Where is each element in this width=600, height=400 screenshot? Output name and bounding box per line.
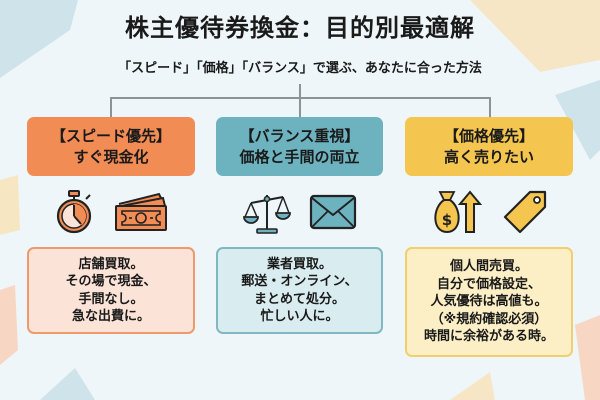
cash-bills-icon (115, 192, 167, 231)
balance-header-line1: 【バランス重視】 (239, 126, 360, 145)
balance-header-line2: 価格と手間の両立 (239, 147, 360, 166)
page-subtitle: 「スピード」「価格」「バランス」で選ぶ、あなたに合った方法 (118, 61, 482, 76)
speed-header-line1: 【スピード優先】 (50, 126, 171, 145)
connector-left (110, 97, 112, 117)
connector-right (489, 97, 491, 117)
price-header: 【価格優先】 高く売りたい (405, 117, 573, 176)
svg-text:$: $ (442, 211, 452, 229)
money-bag-up-arrow-icon: $ (434, 190, 483, 234)
balance-scale-icon (242, 195, 291, 234)
price-body-line: 時間に余裕がある時。 (423, 329, 554, 345)
balance-icons (216, 187, 383, 237)
balance-body: 業者買取。 郵送・オンライン、 まとめて処分。 忙しい人に。 (216, 247, 383, 334)
stopwatch-icon (56, 190, 92, 234)
balance-body-line: 郵送・オンライン、 (241, 274, 358, 289)
price-header-line2: 高く売りたい (443, 147, 534, 166)
speed-body-line: 手間なし。 (78, 291, 144, 307)
price-tag-icon (503, 190, 547, 234)
connector-horizontal (110, 97, 490, 99)
speed-body-line: 急な出費に。 (71, 309, 150, 324)
connector-vertical-main (299, 84, 301, 118)
price-header-line1: 【価格優先】 (443, 126, 534, 145)
speed-header: 【スピード優先】 すぐ現金化 (27, 117, 195, 176)
price-body-line: 自分で価格設定、 (436, 276, 541, 292)
price-body-line: （※規約確認必須） (430, 311, 548, 327)
balance-body-line: 業者買取。 (266, 256, 332, 272)
speed-icons (27, 187, 195, 237)
price-body-line: 人気優待は高値も。 (430, 294, 548, 310)
balance-body-line: 忙しい人に。 (260, 309, 339, 324)
page-title: 株主優待券換金：目的別最適解 (125, 14, 475, 42)
balance-header: 【バランス重視】 価格と手間の両立 (216, 117, 383, 176)
speed-body: 店舗買取。 その場で現金、 手間なし。 急な出費に。 (27, 247, 195, 334)
price-icons: $ (405, 187, 573, 237)
speed-body-line: その場で現金、 (65, 274, 157, 289)
speed-body-line: 店舗買取。 (78, 256, 144, 272)
price-body: 個人間売買。 自分で価格設定、 人気優待は高値も。 （※規約確認必須） 時間に余… (405, 247, 573, 357)
balance-body-line: まとめて処分。 (253, 291, 345, 307)
price-body-line: 個人間売買。 (449, 259, 528, 275)
envelope-icon (309, 194, 356, 230)
speed-header-line2: すぐ現金化 (73, 147, 149, 166)
